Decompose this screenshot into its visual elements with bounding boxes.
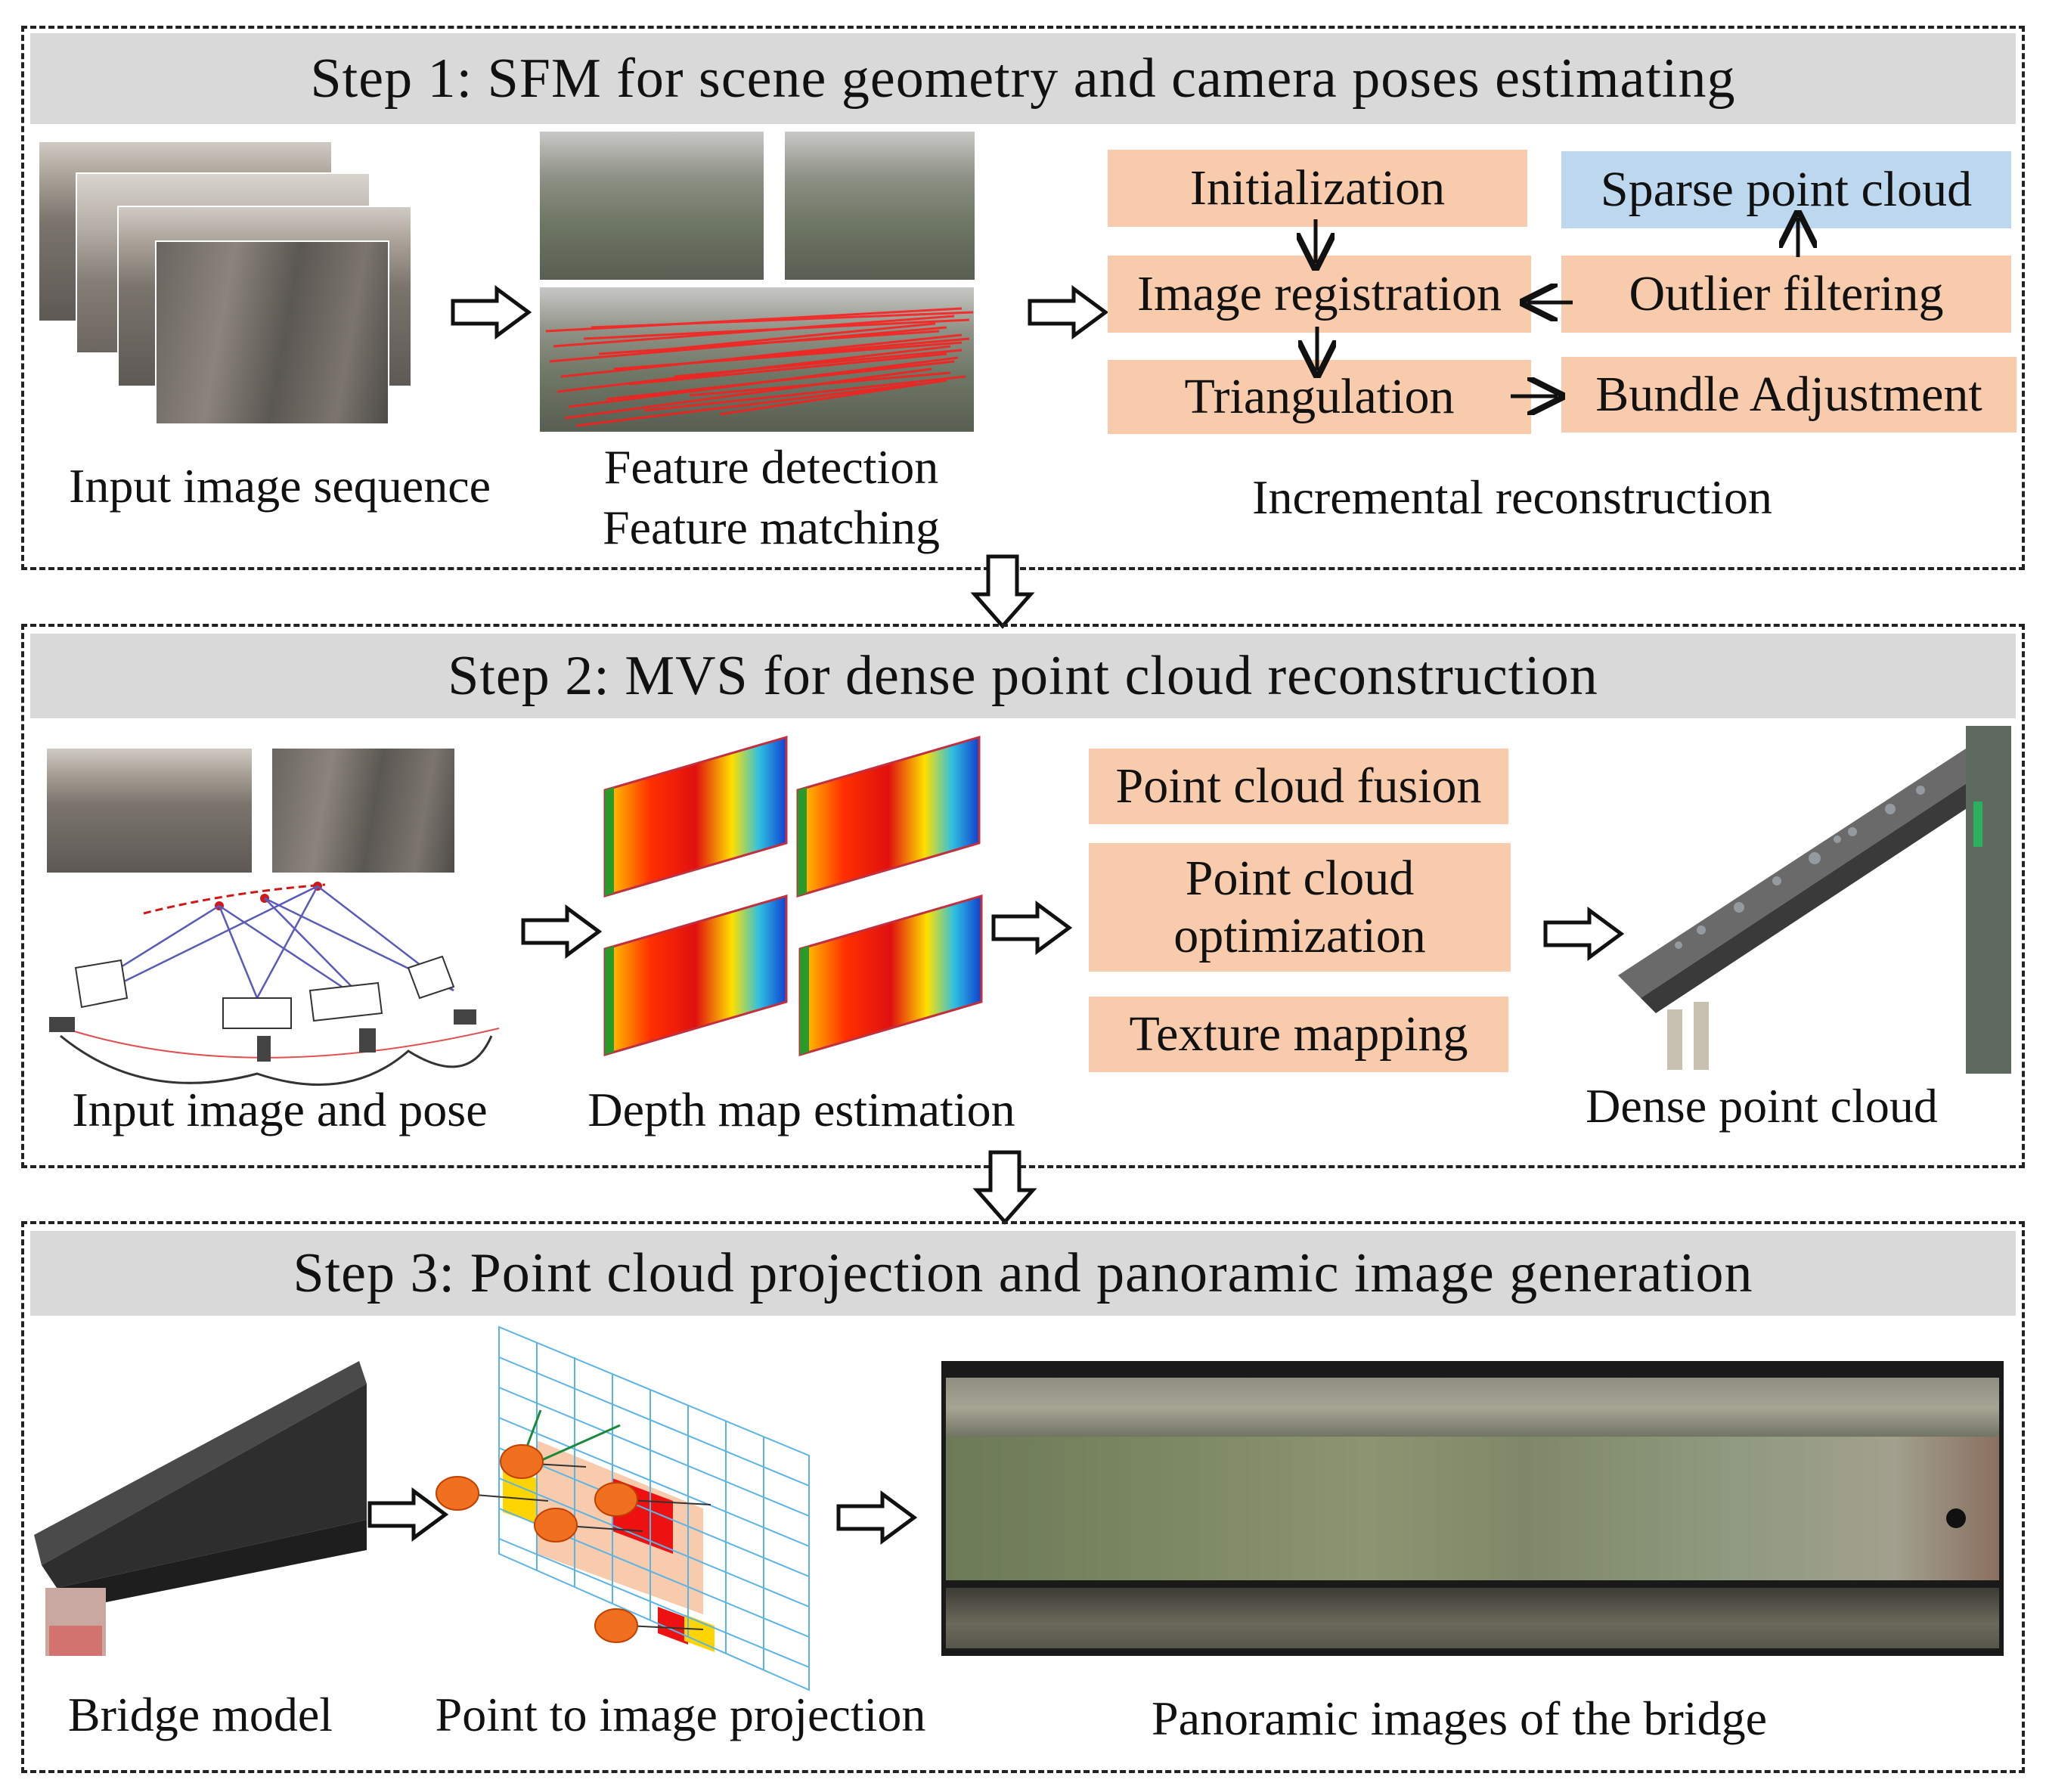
camera-pose-diagram (49, 882, 500, 1086)
arrow-right-icon (367, 1487, 449, 1542)
projection-grid (436, 1325, 810, 1691)
arrow-right-icon (451, 285, 532, 339)
panorama-caption: Panoramic images of the bridge (1152, 1691, 1767, 1745)
incremental-reconstruction-caption: Incremental reconstruction (1252, 470, 1772, 524)
depth-map-1 (603, 736, 788, 898)
initialization-box: Initialization (1108, 150, 1527, 227)
arrow-right-icon (836, 1490, 918, 1545)
depth-map-3 (603, 894, 788, 1056)
arrow-right-icon (1543, 907, 1625, 961)
panorama-middle (946, 1437, 1999, 1580)
step1-header: Step 1: SFM for scene geometry and camer… (30, 33, 2016, 124)
step2-header: Step 2: MVS for dense point cloud recons… (30, 634, 2016, 718)
input-image-4 (155, 240, 389, 425)
feature-matching-caption: Feature matching (602, 501, 941, 554)
arrow-right-icon (521, 904, 603, 959)
input-pose-caption: Input image and pose (72, 1083, 488, 1136)
optimization-line-1: Point cloud (1185, 851, 1415, 907)
panorama-hole (1946, 1508, 1966, 1528)
step2-panel (21, 624, 2025, 1168)
feature-match-lines (545, 307, 974, 427)
dense-point-cloud-caption: Dense point cloud (1586, 1079, 1938, 1133)
step3-panel (21, 1221, 2025, 1773)
outlier-filtering-box: Outlier filtering (1561, 256, 2011, 333)
pose-image-left (45, 747, 253, 874)
step1-panel (21, 26, 2025, 570)
panorama-lower (946, 1588, 1999, 1648)
depth-map-4 (798, 894, 983, 1056)
feature-image-left (538, 130, 765, 281)
point-cloud-optimization-box: Point cloud optimization (1089, 843, 1511, 972)
projection-caption: Point to image projection (435, 1688, 926, 1741)
feature-image-right (783, 130, 976, 281)
bridge-model-image (34, 1361, 367, 1656)
arrow-down-icon (972, 1150, 1037, 1225)
step3-header: Step 3: Point cloud projection and panor… (30, 1231, 2016, 1316)
depth-map-caption: Depth map estimation (587, 1083, 1015, 1136)
panoramic-image (941, 1361, 2004, 1656)
panorama-upper (946, 1378, 1999, 1438)
bundle-adjustment-box: Bundle Adjustment (1561, 357, 2017, 432)
depth-map-2 (796, 736, 981, 898)
pose-image-right (271, 747, 456, 874)
texture-mapping-box: Texture mapping (1089, 997, 1508, 1072)
input-sequence-caption: Input image sequence (69, 459, 491, 513)
arrow-down-icon (970, 554, 1035, 629)
dense-point-cloud-image (1618, 726, 2011, 1074)
depth-maps (603, 736, 983, 1056)
optimization-line-2: optimization (1173, 908, 1426, 963)
arrow-right-icon (991, 901, 1073, 955)
point-cloud-fusion-box: Point cloud fusion (1089, 749, 1508, 824)
arrow-right-icon (1028, 285, 1109, 339)
bridge-model-caption: Bridge model (67, 1688, 333, 1741)
feature-detection-caption: Feature detection (603, 440, 939, 494)
